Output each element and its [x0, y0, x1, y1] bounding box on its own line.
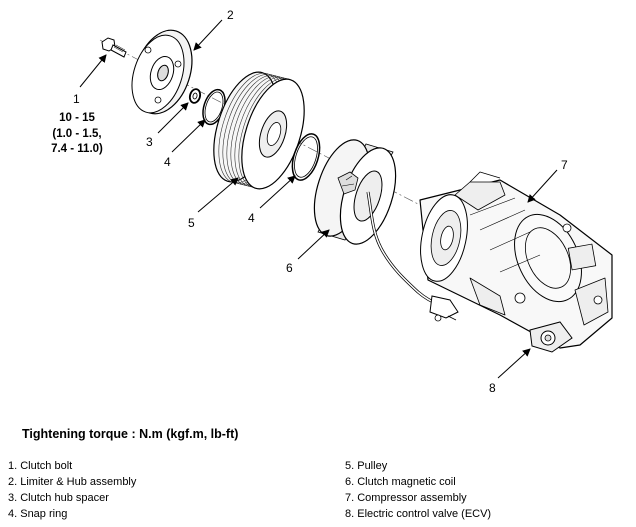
- callout-4b: 4: [248, 211, 255, 225]
- legend-left-column: 1. Clutch bolt 2. Limiter & Hub assembly…: [8, 458, 136, 522]
- torque-value-line1: 10 - 15: [59, 112, 95, 124]
- torque-value-line2: (1.0 - 1.5,: [52, 128, 101, 140]
- compressor-assembly: [419, 171, 613, 349]
- tightening-torque-heading: Tightening torque : N.m (kgf.m, lb-ft): [22, 427, 239, 441]
- legend-item-electric-control-valve: 8. Electric control valve (ECV): [345, 508, 492, 520]
- limiter-hub-assembly: [131, 29, 193, 115]
- pulley: [213, 71, 305, 190]
- legend-item-clutch-bolt: 1. Clutch bolt: [8, 460, 73, 472]
- leader-8: [497, 348, 531, 379]
- leader-6: [297, 229, 330, 260]
- leader-7: [527, 169, 558, 203]
- exploded-view-diagram: 1 2 3 4 5 4 6 7 8 10 - 15 (1.0 - 1.5, 7.…: [51, 8, 613, 395]
- torque-value-line3: 7.4 - 11.0): [51, 143, 103, 155]
- leader-4b: [259, 175, 296, 209]
- legend-item-compressor-assembly: 7. Compressor assembly: [345, 492, 467, 504]
- electric-control-valve: [529, 321, 573, 353]
- callout-1: 1: [73, 92, 80, 106]
- leader-lines: [79, 19, 558, 379]
- callout-5: 5: [188, 216, 195, 230]
- callout-3: 3: [146, 135, 153, 149]
- snap-ring-lower: [291, 133, 321, 181]
- legend-item-snap-ring: 4. Snap ring: [8, 508, 68, 520]
- legend-item-clutch-magnetic-coil: 6. Clutch magnetic coil: [345, 476, 456, 488]
- legend-item-clutch-hub-spacer: 3. Clutch hub spacer: [8, 492, 109, 504]
- callout-6: 6: [286, 261, 293, 275]
- callout-7: 7: [561, 158, 568, 172]
- legend-item-limiter-hub-assembly: 2. Limiter & Hub assembly: [8, 476, 137, 488]
- callout-4a: 4: [164, 155, 171, 169]
- callout-8: 8: [489, 381, 496, 395]
- leader-5: [197, 177, 239, 213]
- callout-2: 2: [227, 8, 234, 22]
- clutch-hub-spacer: [188, 88, 202, 104]
- leader-2: [193, 19, 223, 51]
- leader-1: [79, 54, 107, 88]
- coil-wire-connector: [366, 191, 459, 322]
- legend-right-column: 5. Pulley 6. Clutch magnetic coil 7. Com…: [345, 458, 491, 522]
- leader-4a: [171, 119, 206, 153]
- clutch-bolt: [101, 37, 127, 58]
- leader-3: [157, 102, 189, 134]
- legend-item-pulley: 5. Pulley: [345, 460, 388, 472]
